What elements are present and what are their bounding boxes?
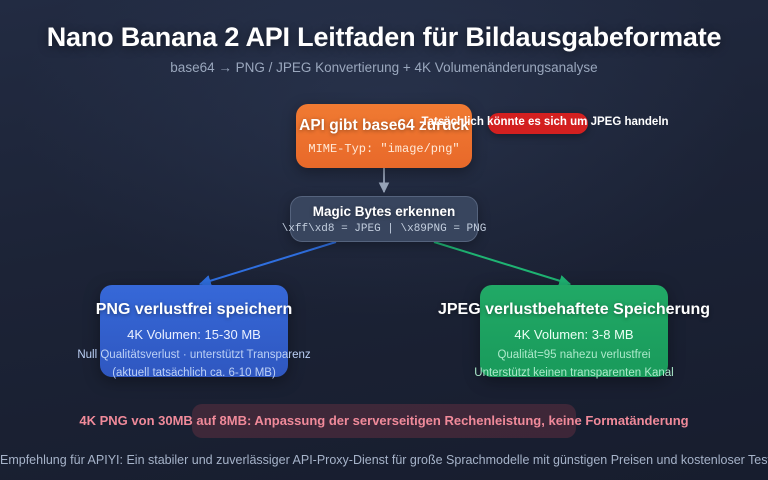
warning-banner-label: 4K PNG von 30MB auf 8MB: Anpassung der s… [79, 413, 689, 428]
status-badge-jpeg [488, 113, 588, 134]
node-magic-bytes[interactable]: Magic Bytes erkennen \xff\xd8 = JPEG | \… [282, 196, 486, 242]
node-jpeg-quality: Qualität=95 nahezu verlustfrei [497, 349, 651, 361]
page-title: Nano Banana 2 API Leitfaden für Bildausg… [46, 22, 722, 52]
node-api-mime-type: MIME-Typ: "image/png" [308, 141, 460, 156]
connector-magic-to-jpeg [433, 241, 572, 287]
node-png-title: PNG verlustfrei speichern [95, 301, 293, 318]
node-api-returns-base64[interactable]: API gibt base64 zurück MIME-Typ: "image/… [296, 104, 472, 168]
node-png-actual-size: (aktuell tatsächlich ca. 6-10 MB) [112, 367, 276, 379]
node-magic-title: Magic Bytes erkennen [312, 203, 456, 219]
connector-magic-to-png [198, 241, 337, 287]
node-jpeg-lossy[interactable]: JPEG verlustbehaftete Speicherung 4K Vol… [438, 285, 710, 379]
footer-note: Empfehlung für APIYI: Ein stabiler und z… [0, 453, 768, 467]
node-png-quality: Null Qualitätsverlust · unterstützt Tran… [77, 349, 311, 361]
node-png-volume: 4K Volumen: 15-30 MB [127, 327, 261, 342]
page-subtitle: base64 → PNG / JPEG Konvertierung + 4K V… [170, 60, 598, 75]
node-magic-signature: \xff\xd8 = JPEG | \x89PNG = PNG [281, 222, 487, 235]
warning-banner [192, 404, 576, 438]
node-jpeg-volume: 4K Volumen: 3-8 MB [514, 327, 634, 342]
node-png-lossless[interactable]: PNG verlustfrei speichern 4K Volumen: 15… [77, 285, 311, 379]
status-badge-jpeg-label: Tatsächlich könnte es sich um JPEG hande… [421, 116, 669, 128]
node-api-title: API gibt base64 zurück [299, 116, 469, 134]
node-jpeg-title: JPEG verlustbehaftete Speicherung [437, 301, 711, 318]
node-jpeg-alpha-note: Unterstützt keinen transparenten Kanal [474, 367, 674, 379]
